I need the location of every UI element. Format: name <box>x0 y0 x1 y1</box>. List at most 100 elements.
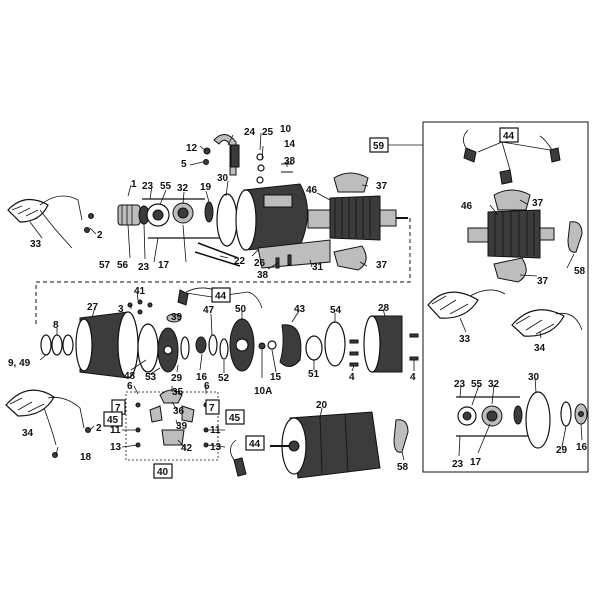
callout-8: 8 <box>53 320 59 331</box>
callout-41: 41 <box>134 286 146 297</box>
callout-33-top: 33 <box>30 239 42 250</box>
callout-13-left: 13 <box>110 442 122 453</box>
brush-44-bottom <box>233 457 247 477</box>
callout-5: 5 <box>181 159 187 170</box>
callout-46-top: 46 <box>306 185 318 196</box>
callout-4-left: 4 <box>349 372 355 383</box>
small-hardware-top <box>203 147 293 184</box>
inset-armature-46 <box>467 209 555 259</box>
callout-31: 31 <box>312 262 324 273</box>
nut-10a <box>258 342 266 350</box>
inset-ring-29 <box>560 401 572 427</box>
screws-41 <box>127 299 153 315</box>
end-frame-27 <box>75 311 139 379</box>
callout-35: 35 <box>172 387 184 398</box>
callout-4-right: 4 <box>410 372 416 383</box>
part-39 <box>166 313 182 323</box>
ring-52 <box>219 338 229 360</box>
callout-16-mid: 16 <box>196 372 208 383</box>
motor-20 <box>270 411 381 479</box>
callout-34-bottom: 34 <box>22 428 34 439</box>
callout-32-top: 32 <box>177 183 189 194</box>
callout-6-right: 6 <box>204 381 210 392</box>
callout-37-top: 37 <box>376 181 388 192</box>
callout-56: 56 <box>117 260 129 271</box>
callout-37-mid: 37 <box>376 260 388 271</box>
svg-text:44: 44 <box>503 131 515 142</box>
disk-16 <box>195 336 207 354</box>
callout-51: 51 <box>308 369 320 380</box>
callout-42: 42 <box>181 443 193 454</box>
callout-34-inset: 34 <box>534 343 546 354</box>
callout-33-inset: 33 <box>459 334 471 345</box>
callout-23-inset-bottom: 23 <box>452 459 464 470</box>
inset-field-coil-33 <box>427 289 506 319</box>
bolt-22-b <box>194 251 241 267</box>
callout-37-inset-bottom: 37 <box>537 276 549 287</box>
group-outline <box>35 218 411 325</box>
clip-58-bottom <box>393 419 409 453</box>
gasket-30 <box>216 193 238 247</box>
callout-11-left: 11 <box>110 425 121 436</box>
callout-48: 48 <box>124 371 136 382</box>
disc-54 <box>324 321 346 367</box>
screw-2-bottom <box>85 427 91 433</box>
inset-shoe-37-top <box>493 189 531 211</box>
boxed-callout-44-bottom: 44 <box>245 435 265 451</box>
callout-39-bottom: 39 <box>176 421 188 432</box>
callout-16-inset: 16 <box>576 442 588 453</box>
leader-lines <box>29 132 583 461</box>
callout-54: 54 <box>330 305 342 316</box>
callout-10: 10 <box>280 124 292 135</box>
inset-washer-17 <box>513 405 523 425</box>
callout-46-inset: 46 <box>461 201 473 212</box>
end-plate-50 <box>229 318 255 372</box>
bearing-32 <box>172 202 194 224</box>
svg-text:59: 59 <box>373 141 385 152</box>
svg-text:7: 7 <box>115 403 121 414</box>
screw-2-top <box>84 213 94 233</box>
disk-29 <box>180 336 190 360</box>
inset-gasket-30 <box>525 391 551 449</box>
callout-38-top: 38 <box>284 156 296 167</box>
boxed-callout-7-right: 7 <box>205 399 220 415</box>
callout-12: 12 <box>186 143 198 154</box>
callout-30-inset: 30 <box>528 372 540 383</box>
callout-50: 50 <box>235 304 247 315</box>
svg-text:44: 44 <box>249 439 261 450</box>
inset-brushes-44 <box>463 129 561 185</box>
callout-24: 24 <box>244 127 256 138</box>
svg-text:7: 7 <box>209 403 215 414</box>
callout-17-top: 17 <box>158 260 170 271</box>
washers-8 <box>40 334 74 356</box>
callout-22: 22 <box>234 256 246 267</box>
svg-text:40: 40 <box>157 467 169 478</box>
boxed-callout-45-right: 45 <box>225 409 245 425</box>
boxed-callout-45-left: 45 <box>103 411 123 427</box>
callout-29-mid: 29 <box>171 373 183 384</box>
disk-48 <box>137 323 159 373</box>
bracket-24 <box>213 134 240 176</box>
callout-1: 1 <box>131 179 137 190</box>
inset-shoe-37-bottom <box>493 257 527 283</box>
callout-19: 19 <box>200 182 212 193</box>
callout-9-49: 9, 49 <box>8 358 31 369</box>
callout-47: 47 <box>203 305 215 316</box>
callout-55-top: 55 <box>160 181 172 192</box>
inset-clip-58 <box>567 221 583 253</box>
callout-11-right: 11 <box>210 425 221 436</box>
callout-23-mid: 23 <box>138 262 150 273</box>
callout-28: 28 <box>378 303 390 314</box>
callout-20: 20 <box>316 400 328 411</box>
callout-30-top: 30 <box>217 173 229 184</box>
inset-gear-55 <box>457 406 477 426</box>
callout-25: 25 <box>262 127 274 138</box>
callout-13-right: 13 <box>210 442 222 453</box>
shoe-37-top <box>333 172 369 193</box>
washer-51 <box>305 335 323 361</box>
callout-58-bottom: 58 <box>397 462 409 473</box>
callout-23-inset-top: 23 <box>454 379 466 390</box>
brush-lead-bottom <box>230 439 237 461</box>
washer-15 <box>267 340 277 350</box>
callout-2-bottom: 2 <box>96 423 102 434</box>
